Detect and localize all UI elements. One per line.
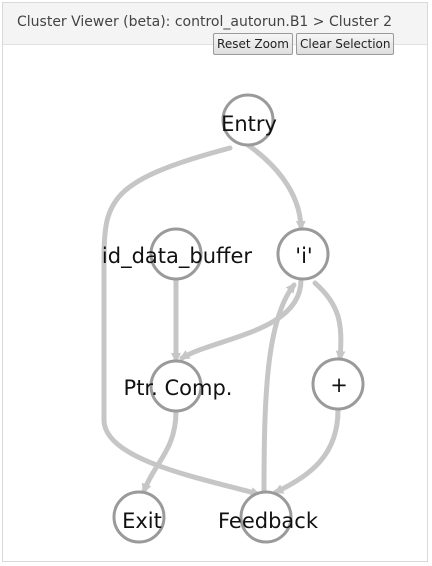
edge-i-to-ptr-comp[interactable] xyxy=(179,277,304,361)
node-plus-label: + xyxy=(330,373,348,397)
node-feedback-circle[interactable] xyxy=(239,490,293,544)
node-ptr-comp-circle[interactable] xyxy=(149,359,203,413)
node-ptr-comp-label: Ptr. Comp. xyxy=(124,376,233,400)
edge-ptr-comp-to-exit[interactable] xyxy=(141,408,179,494)
graph-edges xyxy=(101,142,346,497)
node-id-data-buffer[interactable]: id_data_buffer xyxy=(102,227,252,281)
panel-title: Cluster Viewer (beta): control_autorun.B… xyxy=(17,14,393,30)
node-id-data-buffer-circle[interactable] xyxy=(149,227,203,281)
node-feedback-label: Feedback xyxy=(218,509,319,533)
node-entry-circle[interactable] xyxy=(221,93,275,147)
edge-entry-to-i[interactable] xyxy=(245,142,306,231)
node-entry[interactable]: Entry xyxy=(221,93,277,147)
node-ptr-comp[interactable]: Ptr. Comp. xyxy=(124,359,233,413)
node-id-data-buffer-label: id_data_buffer xyxy=(102,244,252,269)
cluster-viewer-panel: Cluster Viewer (beta): control_autorun.B… xyxy=(2,2,428,562)
edge-entry-to-feedback[interactable] xyxy=(101,145,261,497)
node-exit-label: Exit xyxy=(122,509,162,533)
edge-i-to-plus[interactable] xyxy=(312,280,346,361)
edge-feedback-to-i[interactable] xyxy=(261,282,297,497)
node-i[interactable]: 'i' xyxy=(276,227,330,281)
clear-selection-button[interactable]: Clear Selection xyxy=(296,33,394,55)
node-plus-circle[interactable] xyxy=(311,357,365,411)
graph-nodes: Entry id_data_buffer 'i' Ptr. Comp. + Ex… xyxy=(102,93,365,544)
reset-zoom-button[interactable]: Reset Zoom xyxy=(213,33,293,55)
node-plus[interactable]: + xyxy=(311,357,365,411)
node-entry-label: Entry xyxy=(221,112,277,136)
node-feedback[interactable]: Feedback xyxy=(218,490,319,544)
edge-plus-to-feedback[interactable] xyxy=(273,407,341,495)
node-i-circle[interactable] xyxy=(276,227,330,281)
node-exit[interactable]: Exit xyxy=(112,490,166,544)
node-i-label: 'i' xyxy=(295,244,312,268)
node-exit-circle[interactable] xyxy=(112,490,166,544)
